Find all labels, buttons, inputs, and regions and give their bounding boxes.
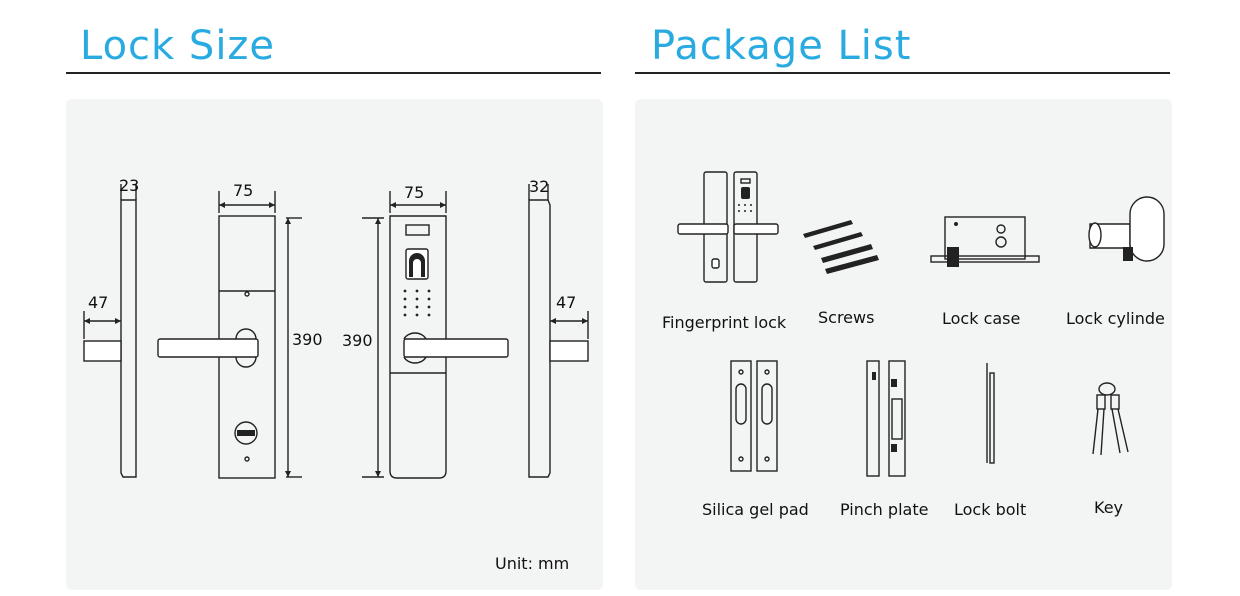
silica-gel-pad-icon (730, 360, 778, 472)
screws-icon (803, 220, 879, 274)
lock-bolt-icon (986, 363, 995, 464)
package-item-lock-case: Lock case (942, 309, 1021, 328)
pinch-plate-icon (866, 360, 906, 477)
front-view (362, 191, 509, 479)
dim-back-width: 75 (233, 181, 254, 200)
package-item-screws: Screws (818, 308, 875, 327)
package-item-lock-cylinder: Lock cylinde (1066, 309, 1165, 328)
side-view-left (83, 184, 137, 478)
side-view-right (528, 184, 589, 478)
fingerprint-lock-icon (677, 171, 779, 283)
package-item-silica-gel-pad: Silica gel pad (702, 500, 809, 519)
package-item-key: Key (1094, 498, 1124, 517)
lock-cylinder-icon (1088, 196, 1165, 262)
dim-front-height: 390 (342, 331, 373, 350)
package-list-title: Package List (651, 23, 912, 69)
lock-case-icon (930, 216, 1040, 267)
package-list-panel: Fingerprint lock Screws Lock case Lock c… (635, 99, 1172, 590)
back-view (157, 191, 302, 479)
package-item-pinch-plate: Pinch plate (840, 500, 929, 519)
package-drawings (677, 171, 1165, 477)
lock-drawings (83, 184, 589, 479)
dim-back-height: 390 (292, 330, 323, 349)
key-icon (1092, 382, 1129, 456)
dim-side-right-handle: 47 (556, 293, 577, 312)
package-list-rule (635, 72, 1170, 74)
lock-size-title: Lock Size (80, 23, 276, 69)
dim-side-left-handle: 47 (88, 293, 109, 312)
dim-side-left-thickness: 23 (119, 176, 140, 195)
package-item-fingerprint-lock: Fingerprint lock (662, 313, 787, 332)
lock-size-rule (66, 72, 601, 74)
package-item-lock-bolt: Lock bolt (954, 500, 1027, 519)
dim-side-right-thickness: 32 (529, 177, 550, 196)
dim-front-width: 75 (404, 183, 425, 202)
lock-size-panel: 23 47 75 390 390 75 32 47 Unit: mm (66, 99, 603, 590)
unit-note: Unit: mm (495, 554, 570, 573)
